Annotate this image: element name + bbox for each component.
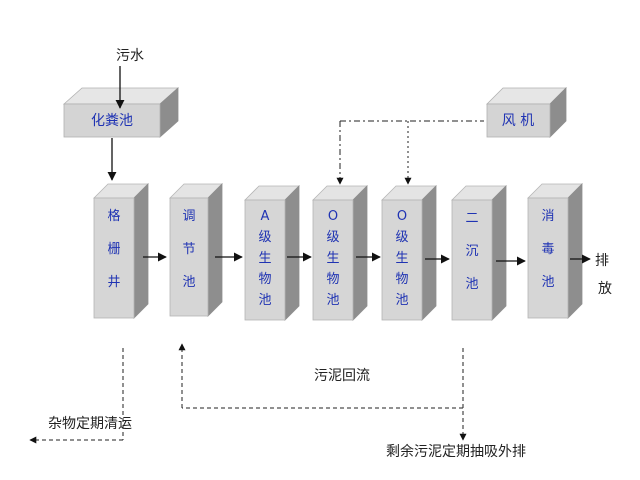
- sludge-return-label: 污泥回流: [314, 368, 370, 384]
- blower-box: 风 机: [486, 87, 567, 138]
- discharge-char-2: 放: [598, 281, 612, 297]
- air-supply-lines: [336, 120, 484, 185]
- inflow-label: 污水: [116, 48, 144, 64]
- unit-equalization-char-3: 池: [182, 275, 195, 290]
- unit-screen-char-3: 井: [107, 275, 120, 290]
- unit-disinfection-char-3: 池: [541, 275, 554, 290]
- unit-equalization-char-2: 节: [182, 242, 195, 257]
- septic-tank-box: 化粪池: [62, 87, 180, 138]
- unit-a-bio-char-4: 物: [258, 272, 271, 287]
- unit-a-bio-char-2: 级: [258, 230, 271, 245]
- unit-o-bio-2-char-5: 池: [395, 293, 408, 308]
- unit-a-bio-char-5: 池: [258, 293, 271, 308]
- unit-o-bio-1-char-2: 级: [326, 230, 339, 245]
- septic-tank-label: 化粪池: [91, 113, 133, 129]
- unit-o-bio-2-char-1: O: [397, 209, 407, 224]
- unit-o-bio-1-char-1: O: [328, 209, 338, 224]
- blower-label: 风 机: [502, 113, 534, 129]
- unit-equalization: 调节池: [169, 183, 223, 317]
- unit-secondary-clarifier-char-2: 沉: [465, 244, 478, 259]
- unit-o-bio-1-char-5: 池: [326, 293, 339, 308]
- flow-arrows: [143, 252, 591, 266]
- unit-disinfection: 消毒池: [527, 183, 583, 319]
- unit-o-bio-2-char-4: 物: [395, 272, 408, 287]
- unit-disinfection-char-1: 消: [541, 209, 554, 224]
- unit-secondary-clarifier-char-3: 池: [465, 277, 478, 292]
- unit-o-bio-2-char-3: 生: [395, 251, 408, 266]
- unit-secondary-clarifier: 二沉池: [451, 185, 507, 321]
- unit-o-bio-1-char-4: 物: [326, 272, 339, 287]
- unit-a-bio-char-3: 生: [258, 251, 271, 266]
- discharge-char-1: 排: [595, 253, 609, 269]
- unit-o-bio-2-char-2: 级: [395, 230, 408, 245]
- unit-screen-char-1: 格: [107, 208, 120, 224]
- unit-screen-char-2: 栅: [107, 242, 120, 257]
- unit-disinfection-char-2: 毒: [541, 242, 554, 257]
- unit-o-bio-1-char-3: 生: [326, 251, 339, 266]
- unit-secondary-clarifier-char-1: 二: [465, 211, 478, 226]
- unit-screen: 格栅井: [93, 183, 149, 319]
- debris-line: [29, 348, 124, 444]
- unit-equalization-char-1: 调: [182, 209, 195, 224]
- debris-label: 杂物定期清运: [48, 416, 132, 432]
- unit-a-bio-char-1: A: [261, 209, 270, 224]
- sludge-return-line: [178, 343, 467, 441]
- excess-sludge-label: 剩余污泥定期抽吸外排: [386, 443, 526, 460]
